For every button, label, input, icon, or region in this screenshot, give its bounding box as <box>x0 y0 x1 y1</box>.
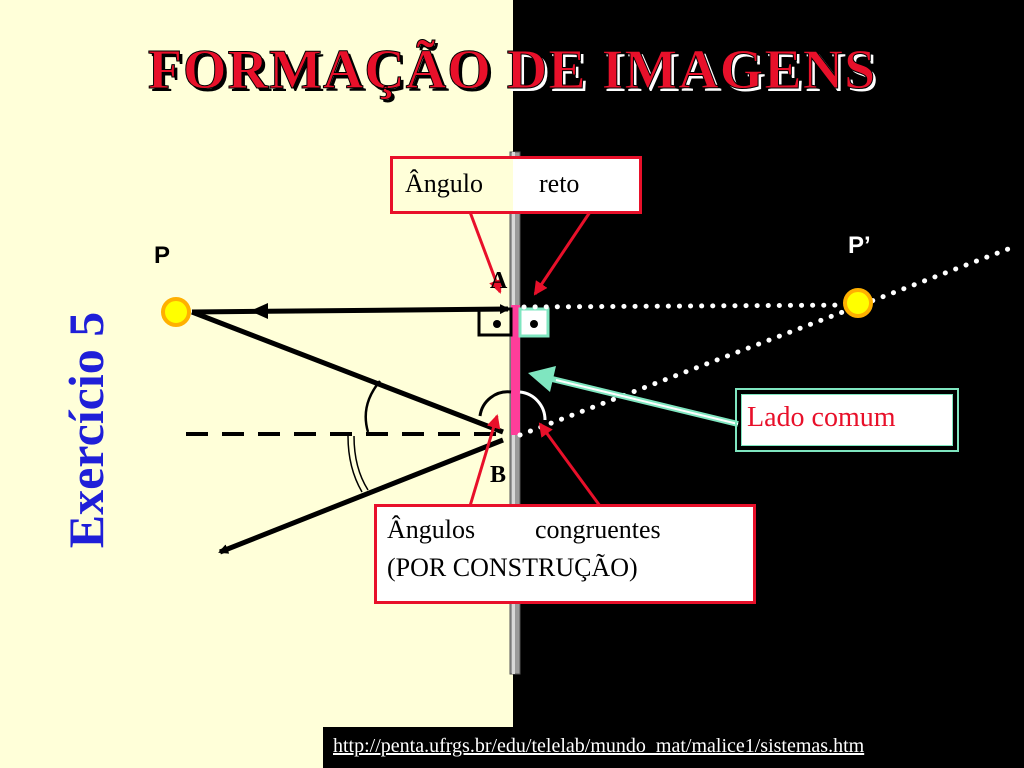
callout-bg-left <box>393 159 513 211</box>
label-b: B <box>490 462 507 488</box>
point-p <box>161 297 191 327</box>
left-background <box>0 0 513 768</box>
right-angle-mark-left <box>477 307 513 337</box>
dotted-line-b-to-p-prime <box>517 243 1019 438</box>
right-angle-dot-left <box>493 320 501 328</box>
right-angle-word-2: reto <box>539 169 580 198</box>
page-title: FORMAÇÃO DE IMAGENS <box>0 38 1024 102</box>
title-part-1: FORMAÇÃO <box>147 39 492 102</box>
ray-arrowhead-toward-p <box>250 303 268 319</box>
angle-arc-lower-2 <box>353 435 369 491</box>
exercise-label: Exercício 5 <box>58 311 114 549</box>
right-angle-dot-right <box>530 320 538 328</box>
point-p-prime <box>843 288 873 318</box>
common-side-pointer-core <box>555 379 739 425</box>
label-p: P <box>154 242 171 269</box>
title-part-2: DE IMAGENS <box>506 39 877 102</box>
right-angle-callout: Ângulo reto <box>390 156 642 214</box>
pointer-congruent-left <box>468 414 501 507</box>
angle-arc-b-right <box>519 390 547 421</box>
angle-arc-b-left <box>478 390 512 417</box>
source-link[interactable]: http://penta.ufrgs.br/edu/telelab/mundo_… <box>333 735 865 757</box>
common-side-label: Lado comum <box>747 402 896 433</box>
footer-bar: http://penta.ufrgs.br/edu/telelab/mundo_… <box>323 727 1024 768</box>
congruent-word-2: congruentes <box>535 515 661 544</box>
pointer-right-angle-right <box>533 211 592 296</box>
common-side-callout: Lado comum <box>735 388 959 452</box>
congruent-word-1: Ângulos <box>387 515 476 544</box>
right-angle-word-1: Ângulo <box>405 169 483 198</box>
label-p-prime: P’ <box>848 232 871 259</box>
pointer-right-angle-left <box>468 211 503 294</box>
pointer-congruent-right <box>538 422 602 507</box>
angle-arc-lower <box>347 435 363 493</box>
ray-p-to-a <box>191 304 510 315</box>
common-side-arrowhead <box>528 366 556 392</box>
ray-p-to-b <box>191 309 504 435</box>
common-side-callout-inner <box>741 394 953 446</box>
segment-ab <box>511 305 520 435</box>
angle-arc-upper <box>364 380 381 433</box>
callout-bg-right <box>513 159 639 211</box>
congruent-line-2: (POR CONSTRUÇÃO) <box>387 553 638 582</box>
dotted-line-a-to-p-prime <box>521 302 861 310</box>
label-a: A <box>490 268 508 294</box>
right-background <box>513 0 1024 768</box>
congruent-angles-callout: Ângulos congruentes (POR CONSTRUÇÃO) <box>374 504 756 604</box>
reflected-ray <box>218 437 504 555</box>
